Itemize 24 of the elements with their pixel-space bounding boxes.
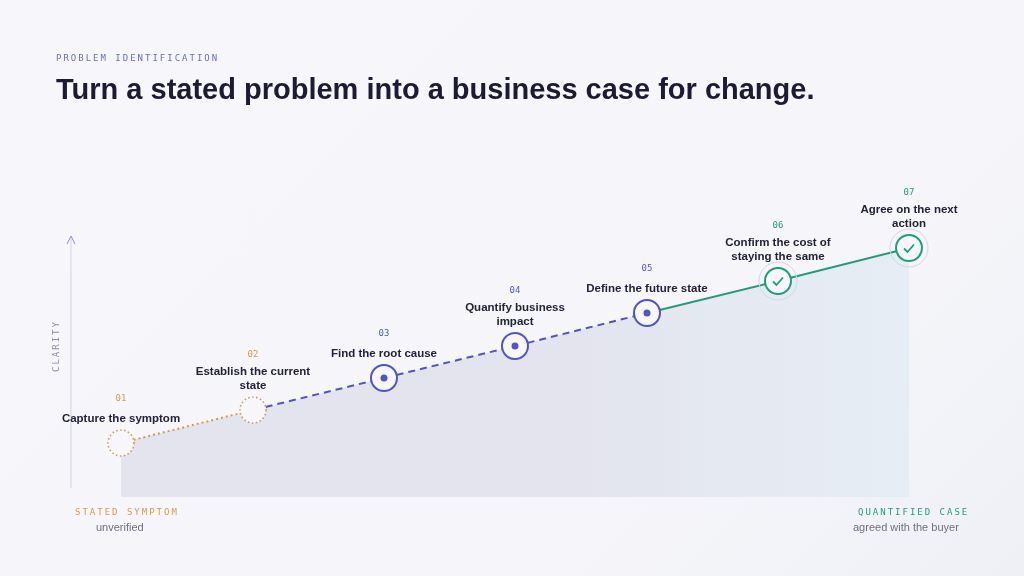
step-label: Capture the symptom xyxy=(61,411,181,425)
step-number: 04 xyxy=(509,285,521,295)
axis-end-note: unverified xyxy=(96,521,144,533)
connector-line xyxy=(789,250,898,279)
step-label: Agree on the next action xyxy=(859,202,959,230)
step-label: Confirm the cost of staying the same xyxy=(724,235,832,263)
heading: Turn a stated problem into a business case for change. xyxy=(56,73,815,106)
step-label: Define the future state xyxy=(586,281,708,295)
axis-end-label: STATED SYMPTOM xyxy=(75,507,179,517)
axis-end-label: QUANTIFIED CASE xyxy=(858,507,970,517)
connector-line xyxy=(526,315,636,344)
step-number: 01 xyxy=(115,393,127,403)
step-number: 06 xyxy=(772,220,784,230)
step-number: 02 xyxy=(247,349,259,359)
axis-label: CLARITY xyxy=(51,320,61,372)
step-number: 05 xyxy=(641,263,653,273)
step-label: Quantify business impact xyxy=(464,300,566,328)
section-label: PROBLEM IDENTIFICATION xyxy=(56,53,220,63)
connector-line xyxy=(658,283,767,311)
step-number: 03 xyxy=(378,328,390,338)
step-label: Find the root cause xyxy=(330,346,438,360)
axis-end-note: agreed with the buyer xyxy=(853,521,959,533)
step-label: Establish the current state xyxy=(194,364,312,392)
step-number: 07 xyxy=(903,187,915,197)
